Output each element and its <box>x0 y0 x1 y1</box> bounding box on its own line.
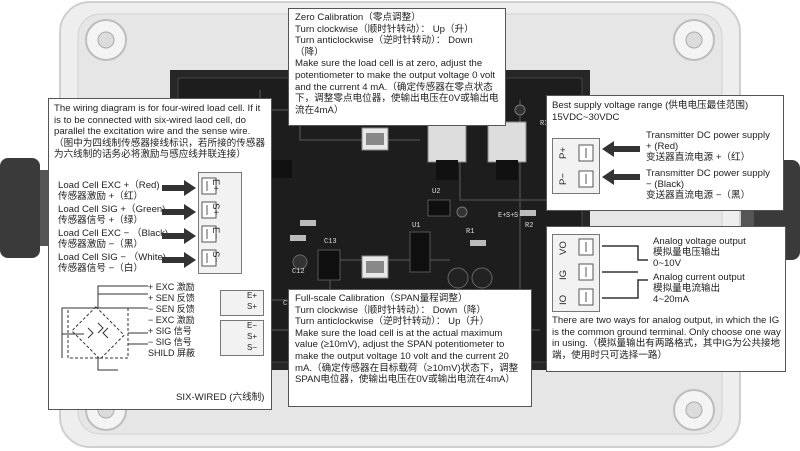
terminal-e-minus: E− <box>210 227 221 240</box>
terminal-screws <box>201 177 217 267</box>
arrow-icon <box>162 252 196 268</box>
power-minus-label: Transmitter DC power supply − (Black)变送器… <box>646 168 770 201</box>
power-terminal-block: P+ P− <box>552 138 600 194</box>
supply-title: Best supply voltage range (供电电压最佳范围) <box>552 100 749 111</box>
pcb-mark: R2 <box>525 222 534 230</box>
pcb-mark: S+ <box>506 212 515 220</box>
mini-terminal-b: E− S+ S− <box>220 320 264 356</box>
terminal-e-plus: E+ <box>210 179 221 192</box>
terminal-vo: VO <box>558 241 569 255</box>
arrow-icon <box>162 204 196 220</box>
power-arrows <box>602 141 640 185</box>
arrow-icon <box>602 169 640 185</box>
six-wire-schematic <box>61 285 148 371</box>
pcb-mark: S- <box>514 212 523 220</box>
mini-terminal-a: E+ S+ <box>220 290 264 316</box>
analog-bracket-lines <box>602 245 648 299</box>
left-arrows <box>162 180 196 268</box>
power-plus-label: Transmitter DC power supply + (Red)变送器直流… <box>646 130 770 163</box>
arrow-icon <box>162 180 196 196</box>
terminal-ig: IG <box>558 269 569 280</box>
pcb-mark: U2 <box>432 188 441 196</box>
pcb-mark: E+ <box>498 212 507 220</box>
load-cell-terminal-block: E+ S+ E− S− <box>198 172 242 274</box>
terminal-io: IO <box>558 294 569 305</box>
zero-calibration-title: Zero Calibration（零点调整） <box>295 12 421 23</box>
label-sig-plus: Load Cell SIG +（Green)传感器信号 +（绿） <box>58 204 166 226</box>
label-exc-minus: Load Cell EXC − （Black)传感器激励 −（黑） <box>58 228 169 250</box>
supply-range: 15VDC~30VDC <box>552 112 620 123</box>
zero-calibration-box: Zero Calibration（零点调整） Turn clockwise（顺时… <box>288 8 506 126</box>
label-exc-plus: Load Cell EXC +（Red)传感器激励 +（红） <box>58 180 160 202</box>
pcb-mark: R1 <box>466 228 475 236</box>
analog-note: There are two ways for analog output, in… <box>552 315 781 361</box>
arrow-icon <box>602 141 640 157</box>
terminal-p-plus: P+ <box>558 146 569 159</box>
terminal-s-minus: S− <box>210 251 221 264</box>
terminal-p-minus: P− <box>558 172 569 185</box>
pcb-mark: C13 <box>324 238 337 246</box>
pcb-mark: R3 <box>540 120 549 128</box>
wiring-note: The wiring diagram is for four-wired loa… <box>54 103 266 161</box>
pcb-mark: U1 <box>412 222 421 230</box>
terminal-s-plus: S+ <box>210 203 221 216</box>
analog-terminal-block: VO IG IO <box>552 234 600 312</box>
span-calibration-box: Full-scale Calibration（SPAN量程调整） Turn cl… <box>288 289 532 407</box>
six-wire-labels: + EXC 激励+ SEN 反馈 − SEN 反馈− EXC 激励 + SIG … <box>148 282 196 358</box>
span-calibration-body: Turn clockwise（顺时针转动）： Down（降） Turn anti… <box>295 304 519 386</box>
zero-calibration-body: Turn clockwise（顺时针转动）： Up（升） Turn anticl… <box>295 23 499 116</box>
span-calibration-title: Full-scale Calibration（SPAN量程调整） <box>295 293 468 304</box>
arrow-icon <box>162 228 196 244</box>
label-sig-minus: Load Cell SIG − （White)传感器信号 −（白） <box>58 252 166 274</box>
six-wire-caption: SIX-WIRED (六线制) <box>176 392 265 403</box>
pcb-mark: C12 <box>292 268 305 276</box>
